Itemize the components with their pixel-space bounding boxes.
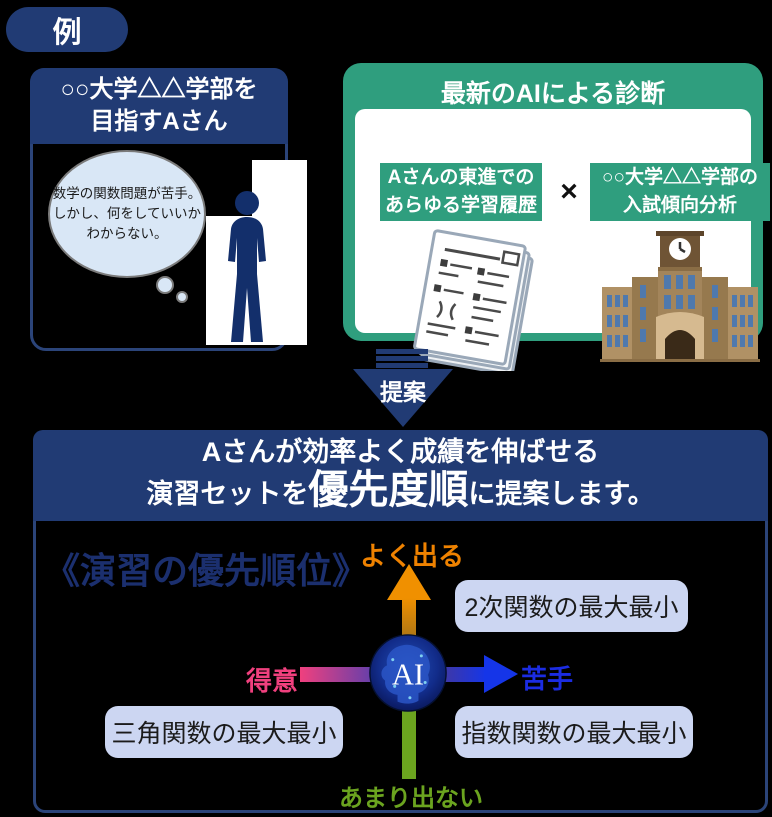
thought-line3: わからない。 (86, 226, 168, 242)
result-headline-line2-post: に提案します。 (468, 478, 655, 509)
multiply-sign: × (560, 175, 578, 208)
thought-bubble: 数学の関数問題が苦手。 しかし、何をしていいか わからない。 (48, 150, 206, 278)
right-arrow-shaft (440, 667, 486, 682)
up-arrow-icon (387, 564, 431, 600)
ai-brain-icon: AI (369, 634, 447, 712)
axis-label-strong: 得意 (246, 666, 299, 696)
result-headline-line1: Aさんが効率よく成績を伸ばせる (201, 437, 600, 468)
ai-circle-label: AI (392, 657, 424, 691)
axis-label-infrequent: あまり出ない (339, 785, 483, 812)
ai-input-left-line2: あらゆる学習履歴 (384, 195, 537, 216)
thought-line1: 数学の関数問題が苦手。 (52, 185, 202, 201)
thought-bubble-dot (156, 276, 174, 294)
documents-icon (413, 229, 534, 371)
student-card: ○○大学△△学部を 目指すAさん (30, 68, 288, 351)
axis-label-weak: 苦手 (521, 664, 574, 694)
student-card-title-line2: 目指すAさん (90, 108, 228, 135)
priority-section-title: 《演習の優先順位》 (44, 550, 369, 591)
result-headline-line2-pre: 演習セットを (146, 478, 309, 509)
proposal-arrow-bar (376, 363, 428, 368)
up-arrow-shaft (402, 598, 416, 640)
ai-diagnosis-inner-panel: Aさんの東進での あらゆる学習履歴 × ○○大学△△学部の 入試傾向分析 (355, 109, 770, 371)
priority-item-exponential: 指数関数の最大最小 (455, 706, 693, 758)
result-headline-line2: 演習セットを優先度順に提案します。 (146, 469, 654, 515)
university-building-icon (600, 231, 760, 362)
result-panel-header: Aさんが効率よく成績を伸ばせる 演習セットを優先度順に提案します。 (33, 430, 768, 521)
student-card-title-line1: ○○大学△△学部を (60, 75, 258, 103)
left-axis-bar (300, 667, 378, 682)
proposal-arrow-bar (376, 349, 428, 354)
priority-item-label: 2次関数の最大最小 (464, 594, 679, 622)
proposal-arrow-bar (376, 356, 428, 361)
proposal-arrow-label: 提案 (380, 379, 426, 405)
priority-item-label: 三角関数の最大最小 (111, 720, 337, 748)
priority-item-trigonometric: 三角関数の最大最小 (105, 706, 343, 758)
result-panel: Aさんが効率よく成績を伸ばせる 演習セットを優先度順に提案します。 (33, 430, 768, 813)
down-axis-bar (402, 706, 416, 779)
thought-line2: しかし、何をしていいか (52, 205, 202, 221)
ai-diagnosis-panel: 最新のAIによる診断 Aさんの東進での あらゆる学習履歴 × ○○大学△△学部の… (343, 63, 770, 371)
right-arrow-icon (484, 655, 518, 693)
result-headline-emphasis: 優先度順 (308, 467, 469, 512)
ai-input-right-line2: 入試傾向分析 (622, 195, 737, 216)
example-badge-label: 例 (52, 16, 82, 49)
example-badge: 例 (6, 7, 128, 52)
student-card-header: ○○大学△△学部を 目指すAさん (30, 68, 288, 144)
ai-diagnosis-title: 最新のAIによる診断 (440, 80, 666, 108)
proposal-down-arrow-icon (353, 369, 453, 427)
ai-input-exam-trend: ○○大学△△学部の 入試傾向分析 (590, 163, 770, 221)
thought-bubble-dot (176, 291, 188, 303)
ai-input-learning-history: Aさんの東進での あらゆる学習履歴 (380, 163, 542, 221)
ai-input-right-line1: ○○大学△△学部の (602, 167, 758, 189)
person-icon (228, 191, 266, 342)
priority-item-quadratic: 2次関数の最大最小 (455, 580, 688, 632)
priority-item-label: 指数関数の最大最小 (461, 720, 687, 748)
ai-input-left-line1: Aさんの東進での (387, 167, 535, 189)
